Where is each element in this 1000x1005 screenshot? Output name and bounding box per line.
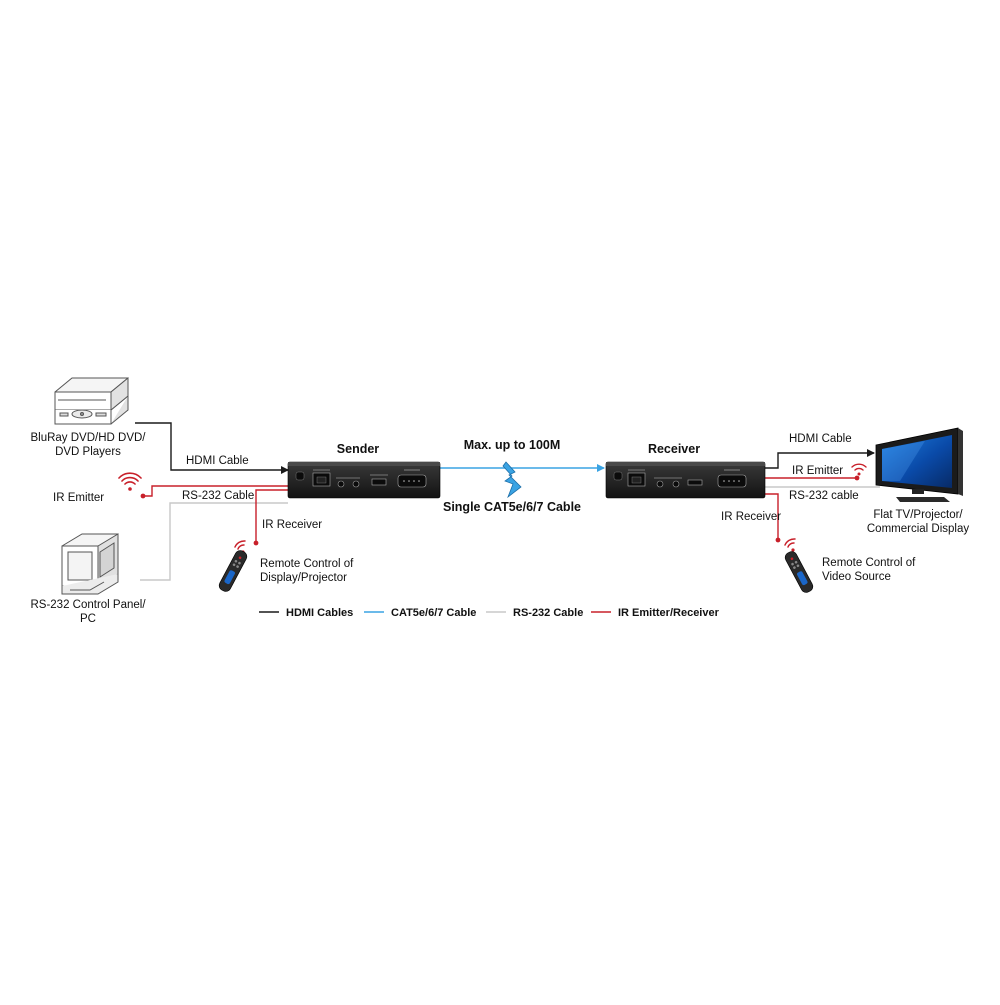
- pc-icon: [61, 533, 119, 595]
- hdmi-cable-left-label: HDMI Cable: [186, 455, 249, 467]
- rs232-cable-left-label: RS-232 Cable: [182, 490, 254, 502]
- max-distance-label: Max. up to 100M: [464, 438, 561, 452]
- legend-label-ir: IR Emitter/Receiver: [618, 607, 720, 619]
- ir-wave-right-emitter-icon: [851, 463, 867, 476]
- remote-left-label-line1: Remote Control of: [260, 558, 354, 570]
- ir-emitter-right-dot: [854, 475, 860, 481]
- remote-left-label-line2: Display/Projector: [260, 572, 347, 584]
- sender-label: Sender: [337, 442, 380, 456]
- ir-receiver-left-dot: [253, 540, 259, 546]
- ir-wave-left-icon: [118, 472, 142, 491]
- legend: HDMI Cables CAT5e/6/7 Cable RS-232 Cable…: [259, 607, 720, 619]
- pc-label-line1: RS-232 Control Panel/: [30, 599, 146, 611]
- bluray-label-line2: DVD Players: [55, 446, 121, 458]
- hdmi-cable-right-label: HDMI Cable: [789, 433, 852, 445]
- ir-emitter-left-dot: [140, 493, 146, 499]
- flat-tv-icon: [875, 427, 963, 502]
- ir-emitter-right-label: IR Emitter: [792, 465, 843, 477]
- ir-wave-remote-right-icon: [784, 538, 796, 552]
- display-label-line1: Flat TV/Projector/: [873, 509, 963, 521]
- display-label-line2: Commercial Display: [867, 523, 969, 535]
- ir-receiver-right-dot: [775, 537, 781, 543]
- legend-label-cat: CAT5e/6/7 Cable: [391, 607, 476, 619]
- receiver-unit: [605, 461, 766, 499]
- rs232-cable-left-line: [140, 502, 288, 581]
- remote-right-label-line1: Remote Control of: [822, 557, 916, 569]
- bluray-player-icon: [54, 376, 129, 425]
- cat-cable-label: Single CAT5e/6/7 Cable: [443, 500, 581, 514]
- ir-emitter-left-line: [143, 485, 288, 497]
- ir-receiver-left-line: [255, 489, 288, 543]
- ir-receiver-right-label: IR Receiver: [721, 511, 781, 523]
- remote-control-right-icon: [784, 551, 814, 593]
- bluray-label-line1: BluRay DVD/HD DVD/: [30, 432, 146, 444]
- remote-right-label-line2: Video Source: [822, 571, 891, 583]
- ir-receiver-right-line: [765, 493, 779, 540]
- receiver-label: Receiver: [648, 442, 700, 456]
- hdmi-cable-source-line: [135, 422, 289, 474]
- legend-label-rs232: RS-232 Cable: [513, 607, 583, 619]
- ir-receiver-left-label: IR Receiver: [262, 519, 322, 531]
- rs232-cable-right-label: RS-232 cable: [789, 490, 859, 502]
- hdmi-cable-display-line: [765, 449, 875, 469]
- lightning-bolt-icon: [502, 461, 522, 499]
- pc-label-line2: PC: [80, 613, 96, 625]
- legend-label-hdmi: HDMI Cables: [286, 607, 353, 619]
- sender-unit: [287, 461, 441, 499]
- ir-emitter-left-label: IR Emitter: [53, 492, 104, 504]
- remote-control-left-icon: [218, 550, 248, 592]
